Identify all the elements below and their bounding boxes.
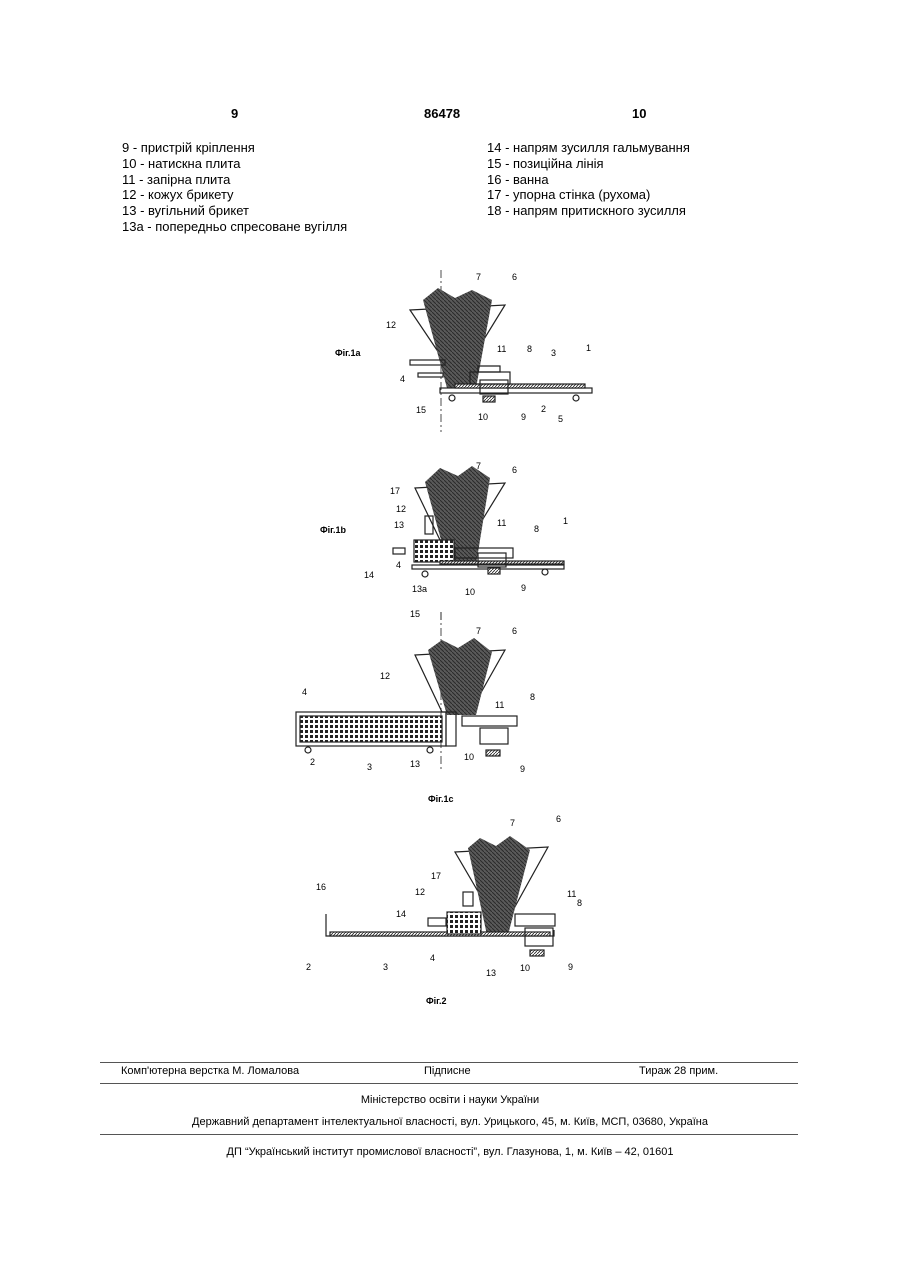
fig1a-label: 1 bbox=[586, 343, 591, 353]
fig1a-label: 15 bbox=[416, 405, 426, 415]
fig1c-label: 8 bbox=[530, 692, 535, 702]
fig1a-label: 6 bbox=[512, 272, 517, 282]
figure-1c bbox=[296, 612, 517, 772]
fig2-label: 2 bbox=[306, 962, 311, 972]
fig1a-label: 7 bbox=[476, 272, 481, 282]
fig1b-label: 6 bbox=[512, 465, 517, 475]
fig1c-label: 4 bbox=[302, 687, 307, 697]
fig1c-label: 11 bbox=[495, 700, 504, 710]
fig2-label: 16 bbox=[316, 882, 326, 892]
footer-circulation: Тираж 28 прим. bbox=[639, 1065, 718, 1077]
fig1b-label: 9 bbox=[521, 583, 526, 593]
fig1c-label: 7 bbox=[476, 626, 481, 636]
fig1a-label: 12 bbox=[386, 320, 396, 330]
fig1a-label: 10 bbox=[478, 412, 488, 422]
footer-divider bbox=[100, 1134, 798, 1135]
fig1b-label: 17 bbox=[390, 486, 400, 496]
fig1c-label: 2 bbox=[310, 757, 315, 767]
fig1b-label: 14 bbox=[364, 570, 374, 580]
caption-fig2: Фіг.2 bbox=[426, 996, 447, 1006]
fig1a-label: 8 bbox=[527, 344, 532, 354]
fig2-label: 12 bbox=[415, 887, 425, 897]
caption-fig1c: Фіг.1с bbox=[428, 794, 454, 804]
fig1a-label: 5 bbox=[558, 414, 563, 424]
fig1a-label: 9 bbox=[521, 412, 526, 422]
fig2-label: 11 bbox=[567, 889, 576, 899]
footer-department: Державний департамент інтелектуальної вл… bbox=[0, 1116, 900, 1128]
fig1b-label: 11 bbox=[497, 518, 506, 528]
footer-layout-credit: Комп'ютерна верстка М. Ломалова bbox=[121, 1065, 299, 1077]
fig1b-label: 12 bbox=[396, 504, 406, 514]
footer-divider bbox=[100, 1062, 798, 1063]
fig1b-label: 1 bbox=[563, 516, 568, 526]
fig1b-label: 15 bbox=[410, 609, 420, 619]
fig2-label: 9 bbox=[568, 962, 573, 972]
fig1c-label: 12 bbox=[380, 671, 390, 681]
fig2-label: 4 bbox=[430, 953, 435, 963]
fig1c-label: 9 bbox=[520, 764, 525, 774]
fig1b-label: 13а bbox=[412, 584, 427, 594]
fig2-label: 6 bbox=[556, 814, 561, 824]
footer-signed: Підписне bbox=[424, 1065, 471, 1077]
fig1c-label: 3 bbox=[367, 762, 372, 772]
fig2-label: 13 bbox=[486, 968, 496, 978]
fig1b-label: 8 bbox=[534, 524, 539, 534]
fig1a-label: 2 bbox=[541, 404, 546, 414]
fig1c-label: 13 bbox=[410, 759, 420, 769]
fig2-label: 14 bbox=[396, 909, 406, 919]
fig2-label: 7 bbox=[510, 818, 515, 828]
fig1b-label: 7 bbox=[476, 461, 481, 471]
fig1b-label: 4 bbox=[396, 560, 401, 570]
fig1b-label: 13 bbox=[394, 520, 404, 530]
fig1a-label: 11 bbox=[497, 344, 506, 354]
fig1a-label: 3 bbox=[551, 348, 556, 358]
fig1c-label: 10 bbox=[464, 752, 474, 762]
caption-fig1a: Фіг.1а bbox=[335, 348, 362, 358]
figure-2 bbox=[326, 836, 555, 956]
fig2-label: 3 bbox=[383, 962, 388, 972]
fig2-label: 10 bbox=[520, 963, 530, 973]
footer-divider bbox=[100, 1083, 798, 1084]
fig1b-label: 10 bbox=[465, 587, 475, 597]
caption-fig1b: Фіг.1b bbox=[320, 525, 347, 535]
footer-ministry: Міністерство освіти і науки України bbox=[0, 1094, 900, 1106]
footer-institute: ДП “Український інститут промислової вла… bbox=[0, 1146, 900, 1158]
fig1c-label: 6 bbox=[512, 626, 517, 636]
fig2-label: 17 bbox=[431, 871, 441, 881]
fig2-label: 8 bbox=[577, 898, 582, 908]
fig1a-label: 4 bbox=[400, 374, 405, 384]
figure-1b bbox=[393, 466, 564, 620]
